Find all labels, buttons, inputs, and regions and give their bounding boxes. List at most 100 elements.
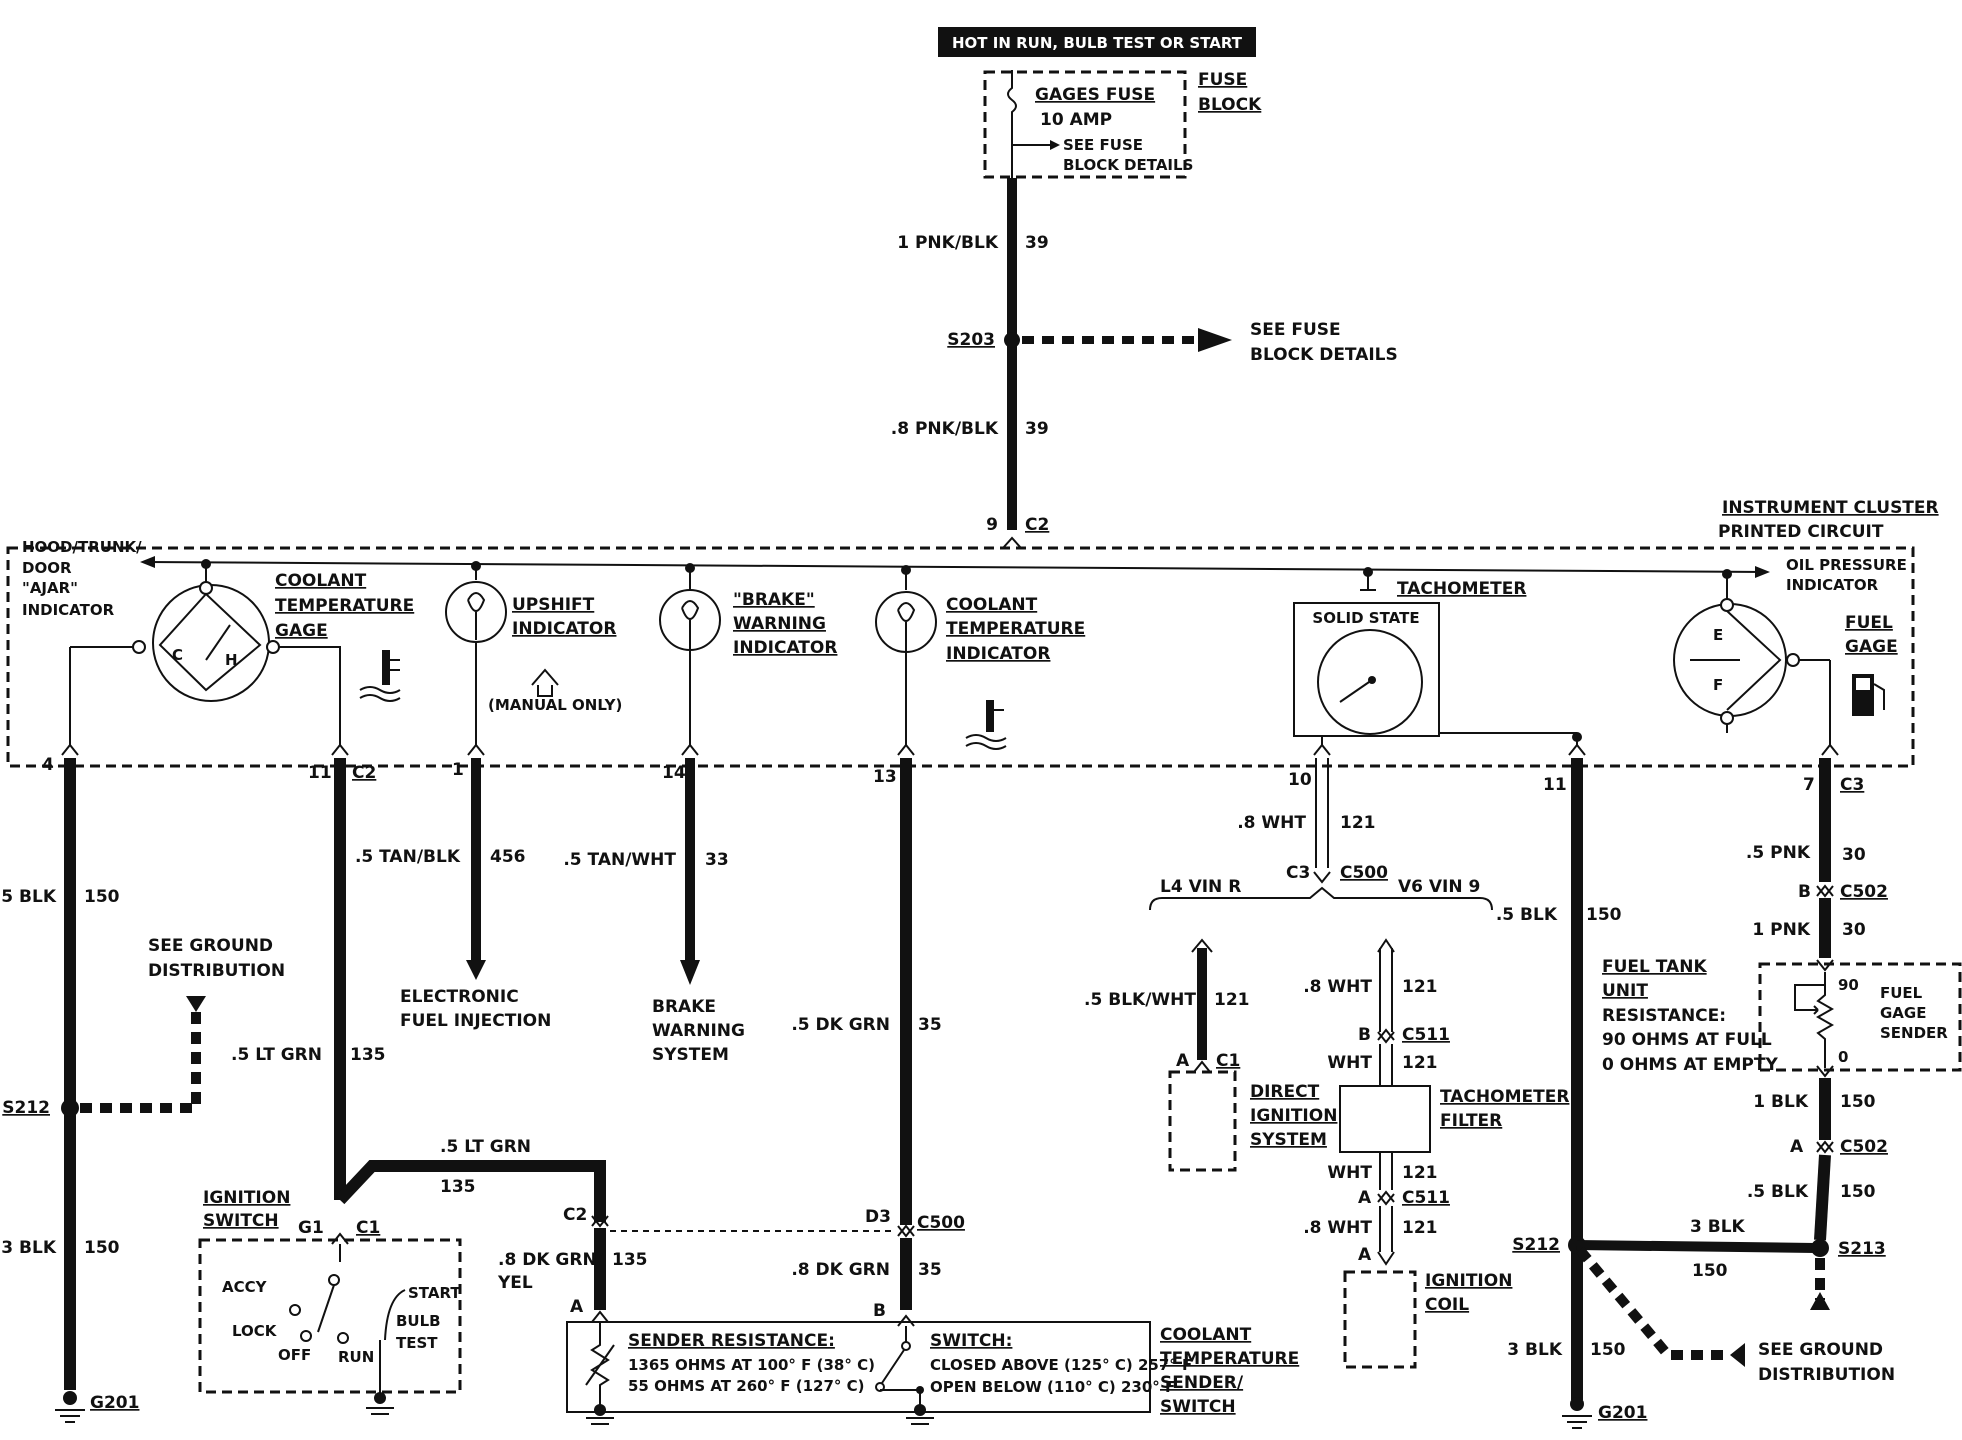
svg-text:COOLANT: COOLANT <box>1160 1325 1252 1345</box>
svg-text:.5 LT GRN: .5 LT GRN <box>440 1137 531 1157</box>
svg-text:1365 OHMS AT 100° F (38° C): 1365 OHMS AT 100° F (38° C) <box>628 1356 875 1374</box>
svg-text:FUEL TANK: FUEL TANK <box>1602 957 1707 977</box>
svg-text:S212: S212 <box>1512 1235 1560 1255</box>
svg-text:SEE FUSE: SEE FUSE <box>1250 320 1341 340</box>
svg-text:B: B <box>1358 1025 1371 1045</box>
fuse-block: GAGES FUSE 10 AMP SEE FUSE BLOCK DETAILS… <box>983 70 1262 179</box>
svg-text:121: 121 <box>1402 1163 1438 1183</box>
svg-text:121: 121 <box>1402 1053 1438 1073</box>
svg-text:1 PNK/BLK: 1 PNK/BLK <box>897 233 999 253</box>
svg-text:SWITCH: SWITCH <box>203 1211 279 1231</box>
svg-text:33: 33 <box>705 850 729 870</box>
tach-circuit: .8 WHT 121 C3 C500 L4 VIN R V6 VIN 9 .5 … <box>1084 743 1569 1369</box>
svg-text:.5 PNK: .5 PNK <box>1746 843 1811 863</box>
svg-text:.8 PNK/BLK: .8 PNK/BLK <box>891 419 999 439</box>
svg-text:3 BLK: 3 BLK <box>1507 1340 1563 1360</box>
svg-text:.5 BLK: .5 BLK <box>1747 1182 1809 1202</box>
svg-text:INSTRUMENT CLUSTER: INSTRUMENT CLUSTER <box>1722 498 1939 518</box>
svg-text:INDICATOR: INDICATOR <box>22 601 115 619</box>
svg-text:SWITCH: SWITCH <box>1160 1397 1236 1417</box>
svg-text:.5 DK GRN: .5 DK GRN <box>791 1015 890 1035</box>
svg-text:9: 9 <box>986 515 998 535</box>
svg-text:RUN: RUN <box>338 1348 374 1366</box>
svg-text:.8 DK GRN: .8 DK GRN <box>791 1260 890 1280</box>
svg-text:C511: C511 <box>1402 1025 1450 1045</box>
svg-text:H: H <box>225 651 238 669</box>
svg-text:14: 14 <box>662 763 686 783</box>
svg-text:121: 121 <box>1402 1218 1438 1238</box>
svg-text:.35 BLK: .35 BLK <box>0 887 57 907</box>
svg-text:INDICATOR: INDICATOR <box>733 638 837 658</box>
svg-text:TEMPERATURE: TEMPERATURE <box>946 619 1085 639</box>
svg-text:121: 121 <box>1340 813 1376 833</box>
svg-text:C502: C502 <box>1840 1137 1888 1157</box>
svg-text:C502: C502 <box>1840 882 1888 902</box>
svg-text:30: 30 <box>1842 845 1866 865</box>
ground-icon-coolant-a <box>586 1404 614 1425</box>
svg-text:.5 BLK/WHT: .5 BLK/WHT <box>1084 990 1196 1010</box>
svg-text:135: 135 <box>350 1045 386 1065</box>
left-ground: .35 BLK 150 SEE GROUND DISTRIBUTION S212… <box>0 743 285 1423</box>
svg-text:13: 13 <box>873 767 897 787</box>
svg-text:WARNING: WARNING <box>733 614 826 634</box>
svg-text:3 BLK: 3 BLK <box>1690 1217 1746 1237</box>
brake-wire: .5 TAN/WHT 33 BRAKE WARNING SYSTEM <box>563 743 745 1065</box>
svg-text:TACHOMETER: TACHOMETER <box>1440 1087 1569 1107</box>
svg-text:TEMPERATURE: TEMPERATURE <box>1160 1349 1299 1369</box>
svg-text:COOLANT: COOLANT <box>275 571 367 591</box>
thermometer-icon <box>359 650 401 702</box>
svg-text:.8 DK GRN/: .8 DK GRN/ <box>498 1250 604 1270</box>
pins-row: 4 11 C2 1 14 13 10 11 7 C3 <box>42 755 1864 795</box>
svg-text:INDICATOR: INDICATOR <box>1786 576 1879 594</box>
svg-text:WHT: WHT <box>1327 1053 1372 1073</box>
splice-s203 <box>1004 332 1020 348</box>
svg-text:FUEL INJECTION: FUEL INJECTION <box>400 1011 551 1031</box>
svg-text:A: A <box>1358 1245 1372 1265</box>
svg-text:A: A <box>1176 1051 1190 1071</box>
svg-text:GAGE: GAGE <box>1845 637 1898 657</box>
svg-text:.8 WHT: .8 WHT <box>1303 977 1372 997</box>
svg-text:A: A <box>1358 1188 1372 1208</box>
svg-text:150: 150 <box>1840 1182 1876 1202</box>
thermometer-icon-2 <box>965 700 1007 750</box>
svg-text:UPSHIFT: UPSHIFT <box>512 595 595 615</box>
svg-text:TEMPERATURE: TEMPERATURE <box>275 596 414 616</box>
svg-text:CLOSED ABOVE (125° C) 257° F: CLOSED ABOVE (125° C) 257° F <box>930 1356 1192 1374</box>
svg-text:SWITCH:: SWITCH: <box>930 1331 1012 1351</box>
svg-text:BLOCK DETAILS: BLOCK DETAILS <box>1063 156 1193 174</box>
svg-text:456: 456 <box>490 847 526 867</box>
svg-text:F: F <box>1713 676 1723 694</box>
svg-text:A: A <box>1790 1137 1804 1157</box>
svg-text:B: B <box>873 1301 886 1321</box>
svg-text:10: 10 <box>1288 770 1312 790</box>
svg-text:START: START <box>408 1284 461 1302</box>
dis-box <box>1168 1070 1237 1172</box>
svg-text:S203: S203 <box>947 330 995 350</box>
ignition-coil-box <box>1343 1270 1417 1369</box>
svg-text:1 PNK: 1 PNK <box>1752 920 1810 940</box>
svg-text:SENDER: SENDER <box>1880 1024 1948 1042</box>
svg-text:35: 35 <box>918 1260 942 1280</box>
svg-text:D3: D3 <box>865 1207 891 1227</box>
svg-text:G1: G1 <box>298 1218 324 1238</box>
svg-text:SEE FUSE: SEE FUSE <box>1063 136 1143 154</box>
fuel-pump-icon <box>1852 674 1885 716</box>
svg-text:"AJAR": "AJAR" <box>22 579 78 597</box>
svg-text:WARNING: WARNING <box>652 1021 745 1041</box>
svg-text:150: 150 <box>1692 1261 1728 1281</box>
svg-text:WHT: WHT <box>1327 1163 1372 1183</box>
svg-text:C500: C500 <box>917 1213 965 1233</box>
svg-text:150: 150 <box>1586 905 1622 925</box>
svg-text:IGNITION: IGNITION <box>1425 1271 1512 1291</box>
svg-text:G201: G201 <box>1598 1403 1647 1423</box>
svg-text:IGNITION: IGNITION <box>1250 1106 1337 1126</box>
svg-text:INDICATOR: INDICATOR <box>512 619 616 639</box>
svg-text:GAGE: GAGE <box>1880 1004 1926 1022</box>
svg-text:V6 VIN 9: V6 VIN 9 <box>1398 877 1480 897</box>
svg-text:.5 TAN/WHT: .5 TAN/WHT <box>563 850 676 870</box>
svg-text:C500: C500 <box>1340 863 1388 883</box>
ignition-switch-box <box>198 1238 462 1394</box>
ground-icon-g201-right <box>1562 1397 1592 1429</box>
svg-text:150: 150 <box>1840 1092 1876 1112</box>
